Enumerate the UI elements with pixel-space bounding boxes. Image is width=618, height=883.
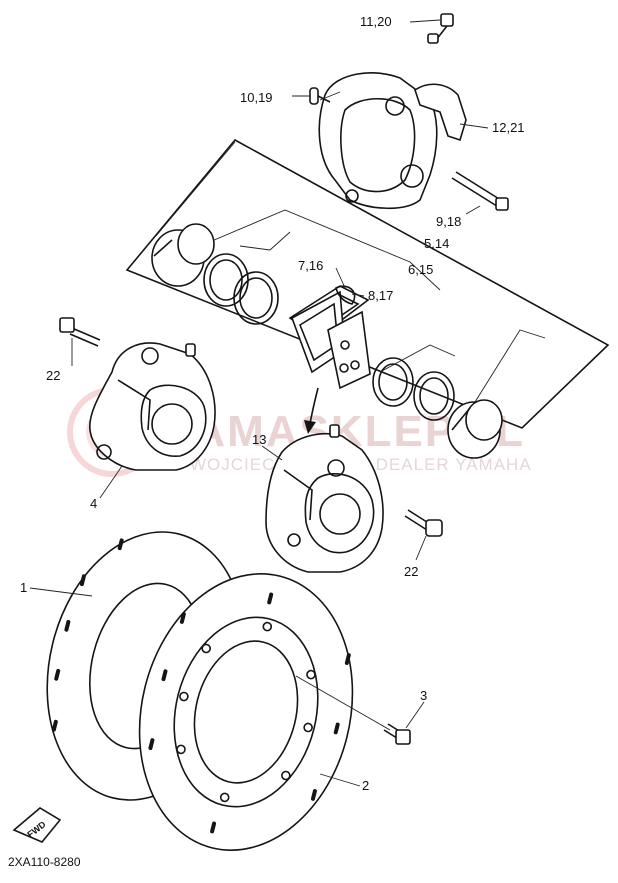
callout-22-left: 22 [46, 368, 60, 383]
piston-seal-right [372, 357, 414, 407]
callout-11-20: 11,20 [360, 14, 392, 29]
callout-13: 13 [252, 432, 266, 447]
dust-seal-right [413, 371, 455, 421]
assembly-arrow [304, 387, 319, 434]
piston-seal-left [203, 253, 249, 307]
callout-6-15: 6,15 [408, 262, 433, 277]
callout-9-18: 9,18 [436, 214, 461, 229]
leader-lines [29, 19, 489, 787]
callout-1: 1 [20, 580, 27, 595]
callout-7-16: 7,16 [298, 258, 323, 273]
pad-pin [451, 171, 509, 211]
callout-8-17: 8,17 [368, 288, 393, 303]
forward-direction-badge: FWD [12, 807, 62, 843]
seal-kit-outline [125, 138, 610, 429]
callout-10-19: 10,19 [240, 90, 273, 105]
mounting-bolt-left [59, 317, 101, 347]
brake-pad-b [327, 310, 371, 390]
left-caliper-assembly [89, 342, 216, 471]
piston-left [151, 223, 215, 287]
upper-caliper-half [318, 72, 467, 210]
right-caliper-assembly [265, 424, 384, 573]
pad-shim [335, 285, 356, 305]
callout-2: 2 [362, 778, 369, 793]
brake-disc-front [138, 573, 354, 851]
dust-seal-left [233, 271, 279, 325]
disc-bolt [383, 723, 411, 745]
callout-5-14: 5,14 [424, 236, 449, 251]
bleed-screw [427, 13, 454, 44]
callout-4: 4 [90, 496, 97, 511]
diagram-code: 2XA110-8280 [8, 855, 81, 869]
mounting-bolt-right [404, 509, 443, 537]
callout-12-21: 12,21 [492, 120, 525, 135]
piston-right [447, 399, 503, 459]
callout-22-right: 22 [404, 564, 418, 579]
callout-3: 3 [420, 688, 427, 703]
